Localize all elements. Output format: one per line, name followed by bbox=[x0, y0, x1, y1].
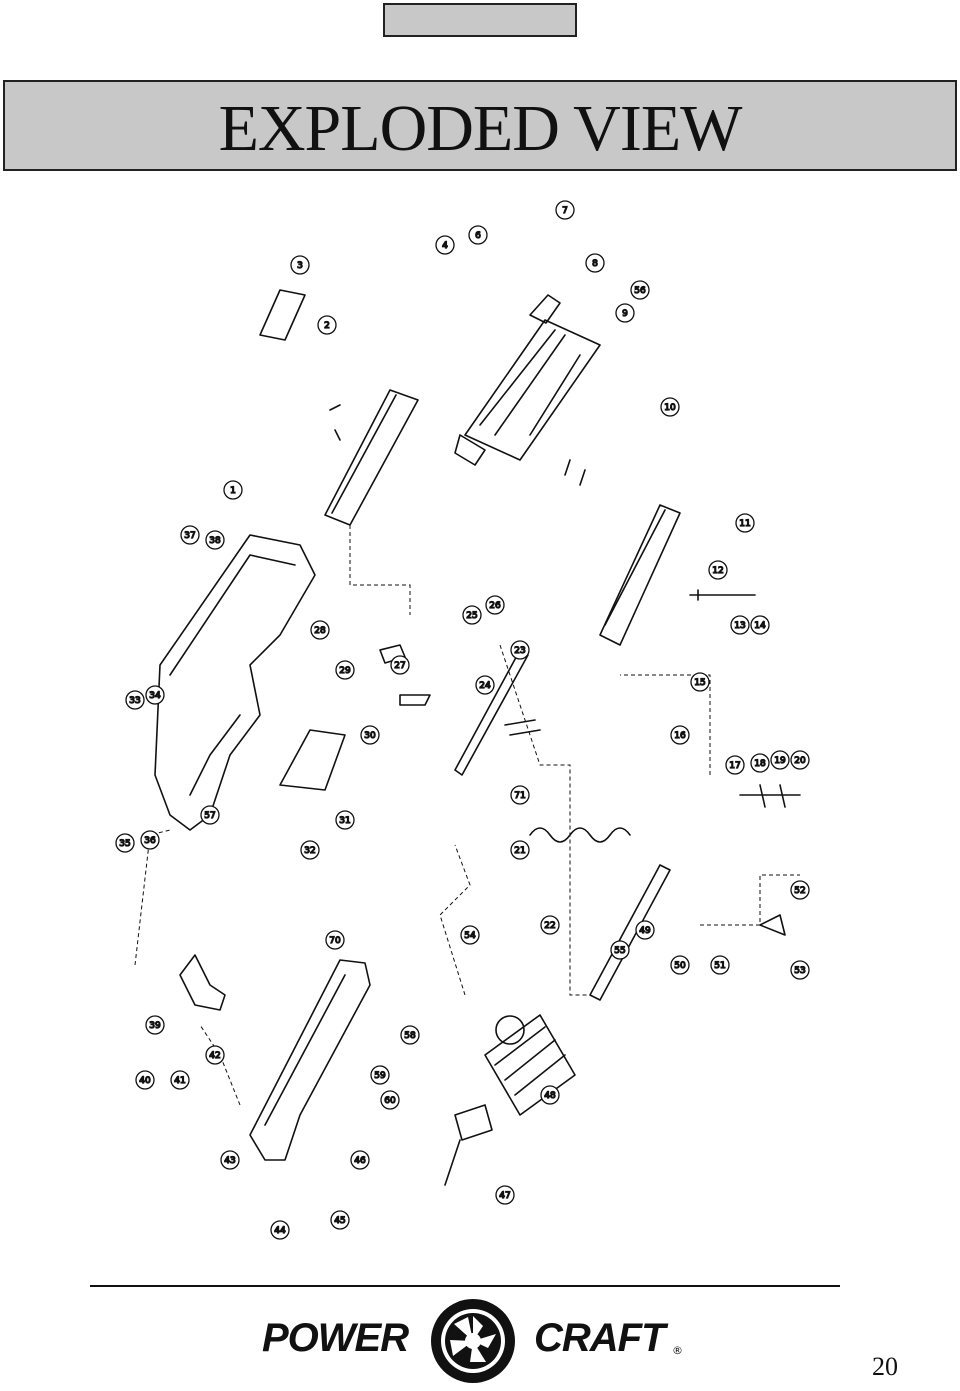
part-callout-56: 56 bbox=[634, 286, 646, 296]
brand-logo: POWER CRAFT ® bbox=[262, 1296, 702, 1386]
part-callout-8: 8 bbox=[592, 259, 598, 269]
header-tab bbox=[383, 3, 577, 37]
part-callout-30: 30 bbox=[364, 731, 376, 741]
part-callout-10: 10 bbox=[664, 403, 676, 413]
part-callout-3: 3 bbox=[297, 261, 303, 271]
part-callout-57: 57 bbox=[204, 811, 215, 821]
part-callout-71: 71 bbox=[514, 791, 525, 801]
motor-part bbox=[484, 1014, 576, 1116]
part-callout-19: 19 bbox=[774, 756, 786, 766]
part-callout-26: 26 bbox=[489, 601, 501, 611]
part-callout-33: 33 bbox=[129, 696, 140, 706]
part-callout-35: 35 bbox=[119, 839, 130, 849]
brand-word-power: POWER bbox=[262, 1316, 409, 1360]
part-callout-24: 24 bbox=[479, 681, 491, 691]
part-callout-22: 22 bbox=[544, 921, 555, 931]
part-callout-7: 7 bbox=[562, 206, 568, 216]
part-callout-46: 46 bbox=[354, 1156, 366, 1166]
part-callout-1: 1 bbox=[230, 486, 236, 496]
part-callout-55: 55 bbox=[614, 946, 625, 956]
part-callout-42: 42 bbox=[209, 1051, 220, 1061]
bracket-part bbox=[279, 729, 346, 791]
aperture-logo-icon bbox=[431, 1299, 515, 1383]
part-callout-17: 17 bbox=[729, 761, 740, 771]
part-callout-44: 44 bbox=[274, 1226, 286, 1236]
right-arm-part bbox=[599, 504, 681, 646]
part-callout-41: 41 bbox=[174, 1076, 185, 1086]
part-callout-39: 39 bbox=[149, 1021, 161, 1031]
footer-divider bbox=[90, 1285, 840, 1287]
part-callout-43: 43 bbox=[224, 1156, 235, 1166]
part-callout-34: 34 bbox=[149, 691, 161, 701]
registered-mark: ® bbox=[672, 1344, 683, 1357]
part-callout-18: 18 bbox=[754, 759, 766, 769]
part-callout-38: 38 bbox=[209, 536, 221, 546]
part-callout-20: 20 bbox=[794, 756, 806, 766]
part-callout-54: 54 bbox=[464, 931, 476, 941]
part-callout-51: 51 bbox=[714, 961, 725, 971]
part-callout-50: 50 bbox=[674, 961, 686, 971]
part-callout-37: 37 bbox=[184, 531, 195, 541]
part-callout-59: 59 bbox=[374, 1071, 386, 1081]
part-callout-12: 12 bbox=[712, 566, 723, 576]
part-callout-25: 25 bbox=[466, 611, 477, 621]
part-callout-9: 9 bbox=[622, 309, 628, 319]
part-callout-28: 28 bbox=[314, 626, 326, 636]
part-callout-21: 21 bbox=[514, 846, 525, 856]
lower-bracket-part bbox=[179, 954, 226, 1011]
part-callout-60: 60 bbox=[384, 1096, 396, 1106]
part-callout-16: 16 bbox=[674, 731, 686, 741]
part-callout-36: 36 bbox=[144, 836, 156, 846]
plate-part bbox=[259, 289, 306, 341]
main-housing-part bbox=[154, 534, 316, 831]
blade-holder-part bbox=[464, 319, 601, 461]
title-bar: EXPLODED VIEW bbox=[3, 80, 957, 171]
part-callout-45: 45 bbox=[334, 1216, 345, 1226]
part-callout-23: 23 bbox=[514, 646, 525, 656]
part-callout-47: 47 bbox=[499, 1191, 510, 1201]
part-callout-49: 49 bbox=[639, 926, 651, 936]
part-callout-27: 27 bbox=[394, 661, 405, 671]
blade-part bbox=[589, 864, 671, 1001]
spring-part bbox=[529, 827, 631, 843]
part-callout-15: 15 bbox=[694, 678, 705, 688]
part-callout-40: 40 bbox=[139, 1076, 151, 1086]
rail-part bbox=[324, 389, 419, 526]
part-callout-58: 58 bbox=[404, 1031, 416, 1041]
part-callout-6: 6 bbox=[475, 231, 481, 241]
switch-part bbox=[454, 1104, 493, 1141]
part-callout-48: 48 bbox=[544, 1091, 556, 1101]
part-callout-13: 13 bbox=[734, 621, 745, 631]
part-callout-4: 4 bbox=[442, 241, 448, 251]
part-callout-2: 2 bbox=[324, 321, 330, 331]
part-callout-29: 29 bbox=[339, 666, 351, 676]
part-callout-70: 70 bbox=[329, 936, 341, 946]
part-callout-14: 14 bbox=[754, 621, 766, 631]
page-number: 20 bbox=[872, 1352, 898, 1381]
part-callout-32: 32 bbox=[304, 846, 315, 856]
guard-frame-part bbox=[249, 959, 371, 1161]
brand-word-craft: CRAFT bbox=[534, 1316, 666, 1360]
page-title: EXPLODED VIEW bbox=[218, 91, 743, 165]
shaft-part bbox=[454, 649, 529, 776]
part-callout-52: 52 bbox=[794, 886, 805, 896]
part-callout-11: 11 bbox=[739, 519, 750, 529]
part-callout-31: 31 bbox=[339, 816, 350, 826]
part-callout-53: 53 bbox=[794, 966, 805, 976]
